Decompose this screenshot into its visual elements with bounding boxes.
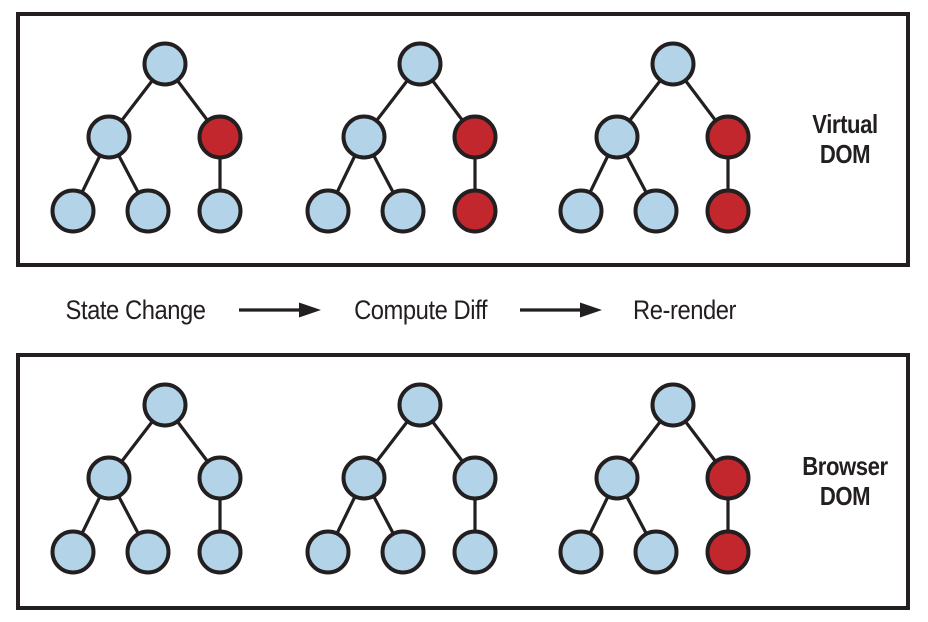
tree-node xyxy=(397,41,443,87)
tree-node xyxy=(452,455,498,501)
tree-node xyxy=(650,41,696,87)
tree-node xyxy=(633,529,679,575)
tree-node xyxy=(341,455,387,501)
tree-node xyxy=(125,188,171,234)
virtual-dom-trees xyxy=(50,41,751,234)
tree-node xyxy=(705,114,751,160)
tree-node xyxy=(452,114,498,160)
tree-node xyxy=(558,188,604,234)
tree-node xyxy=(197,188,243,234)
arrow-right-icon xyxy=(520,302,603,318)
tree-node xyxy=(558,529,604,575)
tree-node xyxy=(380,529,426,575)
panel-label-line: Virtual xyxy=(812,108,878,139)
tree-node xyxy=(50,529,96,575)
browser-dom-trees xyxy=(50,382,751,575)
tree-node xyxy=(633,188,679,234)
tree-node xyxy=(125,529,171,575)
tree-node xyxy=(142,41,188,87)
tree-node xyxy=(50,188,96,234)
tree-node xyxy=(86,455,132,501)
panel-label-line: DOM xyxy=(819,480,871,511)
flow-step-re-render: Re-render xyxy=(633,294,737,325)
tree-node xyxy=(594,114,640,160)
browser-dom-label: Browser DOM xyxy=(798,450,892,510)
tree-node xyxy=(341,114,387,160)
browser-dom-panel: Browser DOM xyxy=(16,353,910,610)
tree-node xyxy=(380,188,426,234)
virtual-dom-panel: Virtual DOM xyxy=(16,12,910,267)
arrow-right-icon xyxy=(239,302,322,318)
flow-step-state-change: State Change xyxy=(65,294,206,325)
tree-node xyxy=(305,188,351,234)
tree-node xyxy=(650,382,696,428)
tree-node xyxy=(705,188,751,234)
tree-node xyxy=(705,529,751,575)
tree-node xyxy=(452,188,498,234)
tree-node xyxy=(197,529,243,575)
tree-node xyxy=(594,455,640,501)
tree-node xyxy=(397,382,443,428)
tree-node xyxy=(142,382,188,428)
panel-label-line: DOM xyxy=(819,138,871,169)
tree-node xyxy=(197,455,243,501)
tree-node xyxy=(86,114,132,160)
tree-node xyxy=(705,455,751,501)
panel-label-line: Browser xyxy=(802,450,888,481)
tree-node xyxy=(197,114,243,160)
tree-node xyxy=(305,529,351,575)
virtual-dom-label: Virtual DOM xyxy=(798,108,892,168)
flow-step-compute-diff: Compute Diff xyxy=(354,294,488,325)
tree-node xyxy=(452,529,498,575)
flow-row: State Change Compute Diff Re-render xyxy=(16,267,910,353)
